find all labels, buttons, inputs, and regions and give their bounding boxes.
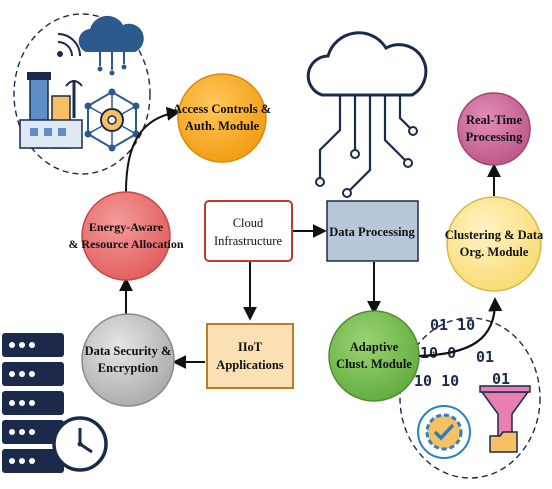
folder-icon bbox=[489, 431, 518, 453]
cloud-icon bbox=[78, 15, 144, 76]
data-clustering-illustration: 01 10 10 0 10 10 01 01 bbox=[399, 316, 541, 479]
funnel-icon bbox=[479, 385, 531, 440]
clock-icon bbox=[52, 416, 108, 472]
adaptive-label-2: Clust. Module bbox=[336, 357, 412, 371]
wifi-icon bbox=[57, 33, 81, 57]
binary-row-5: 01 bbox=[492, 370, 510, 388]
iiot-label-2: Applications bbox=[216, 358, 284, 372]
cloud-infrastructure-label-2: Infrastructure bbox=[214, 234, 282, 248]
binary-row-3: 10 10 bbox=[414, 372, 459, 390]
real-time-label-2: Processing bbox=[466, 130, 523, 144]
energy-aware-label-2: & Resource Allocation bbox=[68, 237, 183, 251]
data-security-label-2: Encryption bbox=[98, 361, 158, 375]
access-controls-label-1: Access Controls & bbox=[173, 102, 271, 116]
binary-row-2: 10 0 bbox=[420, 344, 456, 362]
node-data-processing: Data Processing bbox=[326, 200, 419, 262]
cloud-data-icon bbox=[306, 31, 428, 198]
node-clustering: Clustering & Data Org. Module bbox=[445, 196, 544, 292]
binary-row-4: 01 bbox=[476, 348, 494, 366]
gear-network-icon bbox=[84, 88, 140, 152]
data-security-label-1: Data Security & bbox=[85, 344, 172, 358]
access-controls-label-2: Auth. Module bbox=[185, 119, 260, 133]
node-energy-aware: Energy-Aware & Resource Allocation bbox=[68, 191, 184, 281]
node-real-time: Real-Time Processing bbox=[457, 92, 531, 166]
data-processing-label: Data Processing bbox=[329, 225, 415, 239]
energy-aware-label-1: Energy-Aware bbox=[89, 220, 164, 234]
node-access-controls: Access Controls & Auth. Module bbox=[173, 73, 271, 163]
gear-check-icon bbox=[417, 405, 471, 459]
clustering-label-2: Org. Module bbox=[460, 245, 529, 259]
arrow-adaptive-to-clustering-overlay bbox=[418, 297, 503, 357]
node-data-security: Data Security & Encryption bbox=[81, 313, 175, 407]
server-rack-icon bbox=[2, 333, 64, 473]
factory-icon bbox=[19, 72, 83, 149]
binary-row-1: 01 10 bbox=[430, 316, 475, 334]
factory-illustration bbox=[13, 13, 151, 175]
iiot-label-1: IIoT bbox=[238, 340, 263, 354]
clustering-label-1: Clustering & Data bbox=[445, 228, 544, 242]
adaptive-label-1: Adaptive bbox=[350, 340, 399, 354]
arrow-energy-to-access bbox=[125, 106, 181, 193]
node-adaptive: Adaptive Clust. Module bbox=[328, 310, 420, 402]
real-time-label-1: Real-Time bbox=[466, 113, 522, 127]
cloud-infrastructure-label-1: Cloud bbox=[233, 216, 264, 230]
node-cloud-infrastructure: Cloud Infrastructure bbox=[204, 200, 293, 262]
node-iiot-applications: IIoT Applications bbox=[206, 323, 294, 389]
